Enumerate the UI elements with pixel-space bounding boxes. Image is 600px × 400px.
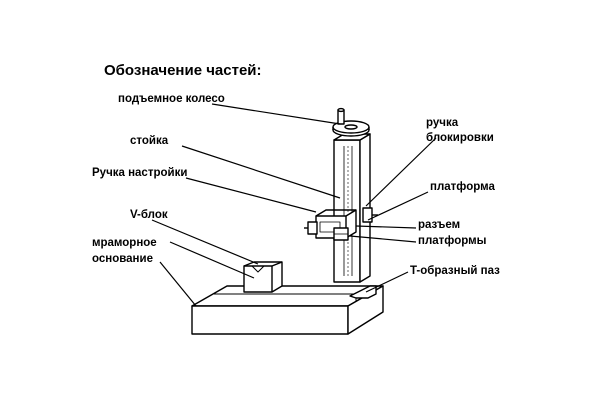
label-platform-slot-line1: разъем [418, 219, 461, 231]
label-lock-knob-line2: блокировки [426, 132, 494, 144]
leader-marble-base-top [169, 241, 255, 279]
v-block [243, 261, 283, 293]
leader-platform-slot-top [355, 225, 417, 229]
label-marble-base-line1: мраморное [92, 237, 157, 249]
label-platform-slot-line2: платформы [418, 235, 487, 247]
leader-platform [367, 191, 429, 221]
adjust-knob [304, 221, 318, 235]
lock-knob [362, 207, 378, 223]
diagram-title: Обозначение частей: [104, 62, 262, 79]
platform-slot [333, 227, 349, 241]
leader-adjust-knob [185, 177, 317, 213]
leader-lift-wheel [211, 103, 341, 125]
label-lift-wheel: подъемное колесо [118, 93, 225, 105]
label-lock-knob-line1: ручка [426, 117, 459, 129]
marble-base [191, 285, 384, 335]
label-adjust-knob: Ручка настройки [92, 167, 188, 179]
t-slot [349, 285, 377, 302]
leader-platform-slot-bottom [349, 235, 417, 243]
label-v-block: V-блок [130, 209, 168, 221]
lift-wheel [332, 107, 370, 137]
label-platform: платформа [430, 181, 495, 193]
leader-marble-base-bottom [159, 261, 197, 307]
label-column: стойка [130, 135, 169, 147]
leader-v-block [151, 219, 259, 265]
leader-t-slot [365, 271, 409, 293]
column [333, 133, 371, 283]
label-marble-base-line2: основание [92, 253, 153, 265]
label-t-slot: T-образный паз [410, 265, 500, 277]
leader-column [181, 145, 341, 199]
leader-lock-knob [365, 137, 437, 207]
